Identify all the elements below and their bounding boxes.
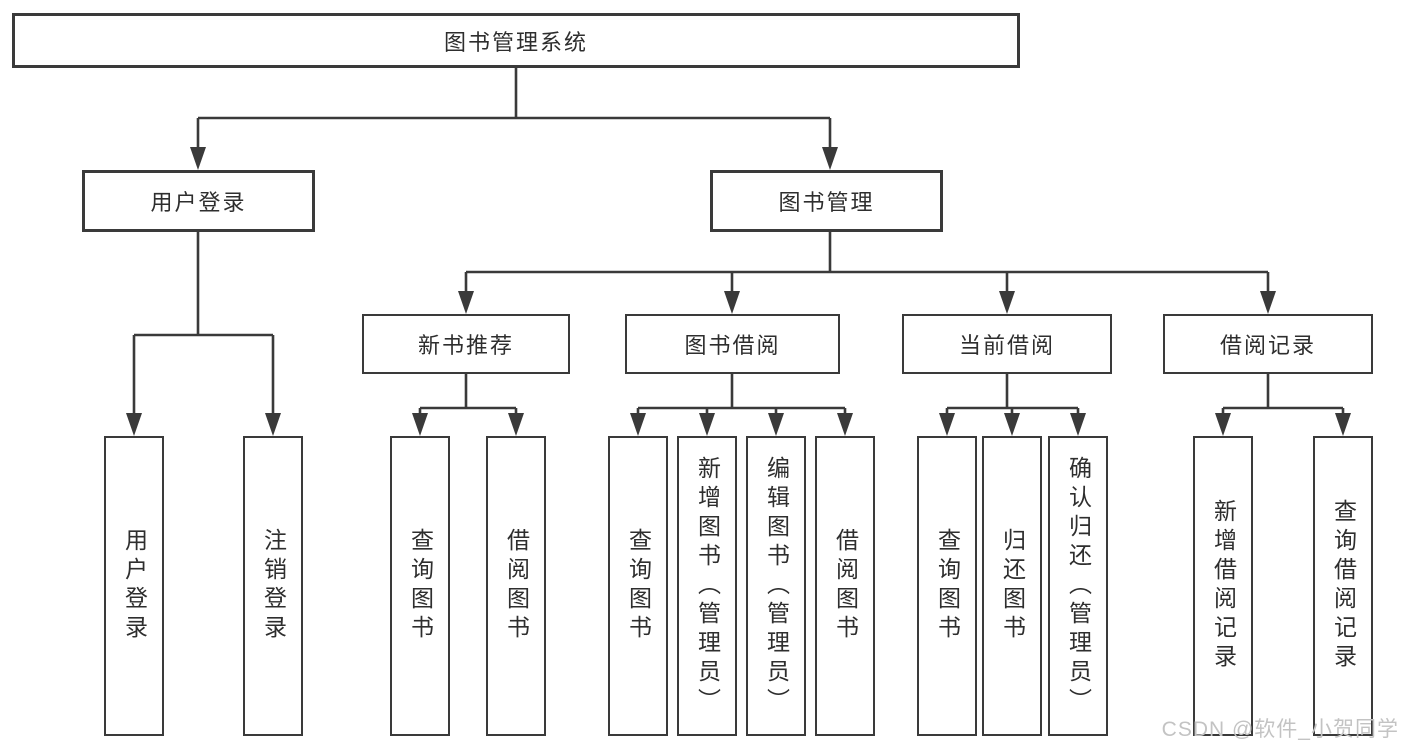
leaf-add-book-admin-label: 新增图书（管理员） <box>694 455 721 717</box>
node-new-book-recommend: 新书推荐 <box>362 314 570 374</box>
node-book-borrowing-label: 图书借阅 <box>684 333 781 358</box>
leaf-add-borrow-record-label: 新增借阅记录 <box>1210 499 1237 673</box>
leaf-query-books-newbook: 查询图书 <box>390 436 450 736</box>
node-borrow-records-label: 借阅记录 <box>1219 333 1316 358</box>
node-book-management: 图书管理 <box>710 170 943 232</box>
leaf-add-borrow-record: 新增借阅记录 <box>1193 436 1253 736</box>
leaf-query-books-current-label: 查询图书 <box>934 528 961 644</box>
node-book-borrowing: 图书借阅 <box>625 314 840 374</box>
leaf-confirm-return-admin-label: 确认归还（管理员） <box>1065 455 1092 717</box>
leaf-query-books-current: 查询图书 <box>917 436 977 736</box>
leaf-logout-label: 注销登录 <box>260 528 287 644</box>
leaf-return-books: 归还图书 <box>982 436 1042 736</box>
node-current-borrowing-label: 当前借阅 <box>958 333 1055 358</box>
leaf-borrow-books-newbook: 借阅图书 <box>486 436 546 736</box>
node-new-book-recommend-label: 新书推荐 <box>417 333 514 358</box>
leaf-query-borrow-record-label: 查询借阅记录 <box>1330 499 1357 673</box>
node-borrow-records: 借阅记录 <box>1163 314 1373 374</box>
watermark: CSDN @软件_小贺同学 <box>1161 718 1399 741</box>
leaf-query-borrow-record: 查询借阅记录 <box>1313 436 1373 736</box>
leaf-borrow-books-borrowing-label: 借阅图书 <box>832 528 859 644</box>
leaf-user-login: 用户登录 <box>104 436 164 736</box>
leaf-borrow-books-newbook-label: 借阅图书 <box>503 528 530 644</box>
node-current-borrowing: 当前借阅 <box>902 314 1112 374</box>
node-user-login: 用户登录 <box>82 170 315 232</box>
leaf-query-books-newbook-label: 查询图书 <box>407 528 434 644</box>
leaf-query-books-borrowing: 查询图书 <box>608 436 668 736</box>
node-book-management-label: 图书管理 <box>778 190 875 215</box>
leaf-query-books-borrowing-label: 查询图书 <box>625 528 652 644</box>
leaf-confirm-return-admin: 确认归还（管理员） <box>1048 436 1108 736</box>
leaf-logout: 注销登录 <box>243 436 303 736</box>
leaf-add-book-admin: 新增图书（管理员） <box>677 436 737 736</box>
leaf-edit-book-admin: 编辑图书（管理员） <box>746 436 806 736</box>
leaf-edit-book-admin-label: 编辑图书（管理员） <box>763 455 790 717</box>
leaf-borrow-books-borrowing: 借阅图书 <box>815 436 875 736</box>
node-library-system-label: 图书管理系统 <box>443 29 588 55</box>
node-library-system: 图书管理系统 <box>12 13 1020 68</box>
node-user-login-label: 用户登录 <box>150 190 247 215</box>
leaf-user-login-label: 用户登录 <box>121 528 148 644</box>
leaf-return-books-label: 归还图书 <box>999 528 1026 644</box>
